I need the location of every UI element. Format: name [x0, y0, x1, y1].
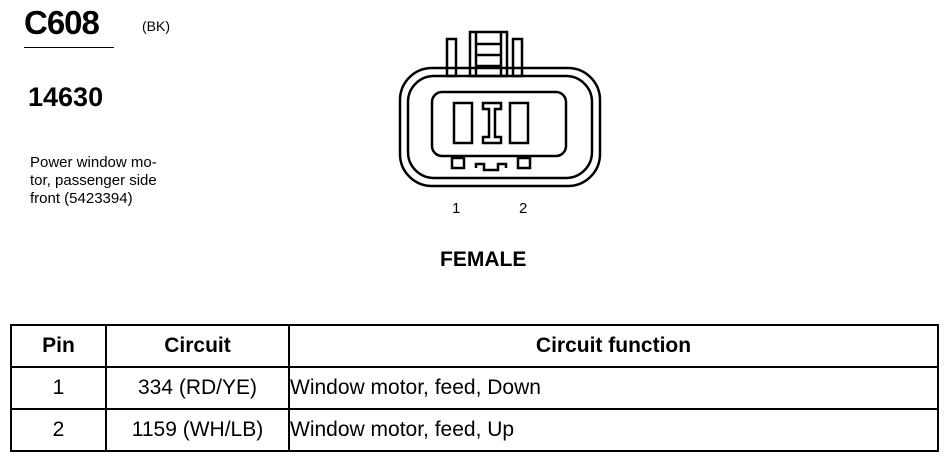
cell-circuit-function: Window motor, feed, Up: [288, 408, 939, 452]
pin-label-1: 1: [452, 200, 461, 217]
pinout-table: Pin Circuit Circuit function 1 334 (RD/Y…: [10, 324, 939, 452]
column-header-circuit-function: Circuit function: [288, 324, 939, 368]
color-code: (BK): [142, 18, 170, 34]
description-line: Power window mo-: [30, 154, 157, 171]
connector-face-diagram: [398, 30, 602, 188]
table-row: 1 334 (RD/YE) Window motor, feed, Down: [10, 366, 939, 410]
pin-label-2: 2: [519, 200, 528, 217]
connector-gender-label: FEMALE: [440, 248, 527, 271]
table-row: 2 1159 (WH/LB) Window motor, feed, Up: [10, 408, 939, 452]
cell-circuit: 1159 (WH/LB): [105, 408, 290, 452]
description-line: tor, passenger side: [30, 172, 157, 189]
connector-id: C608: [24, 4, 100, 41]
cell-circuit-function: Window motor, feed, Down: [288, 366, 939, 410]
column-header-pin: Pin: [10, 324, 107, 368]
cell-pin: 2: [10, 408, 107, 452]
part-number: 14630: [28, 82, 104, 112]
connector-id-underline: [24, 47, 114, 48]
description-line: front (5423394): [30, 190, 133, 207]
cell-pin: 1: [10, 366, 107, 410]
cell-circuit: 334 (RD/YE): [105, 366, 290, 410]
column-header-circuit: Circuit: [105, 324, 290, 368]
table-header-row: Pin Circuit Circuit function: [10, 324, 939, 368]
connector-description: Power window mo- tor, passenger side fro…: [30, 154, 200, 208]
